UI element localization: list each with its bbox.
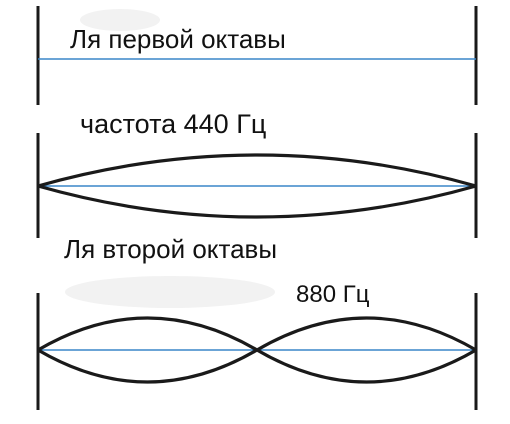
smudge-middle	[65, 276, 275, 308]
label-first-octave-title: Ля первой октавы	[70, 24, 286, 54]
label-second-octave-frequency: 880 Гц	[296, 281, 370, 308]
label-first-octave-frequency: частота 440 Гц	[80, 109, 267, 139]
panel-fundamental	[36, 133, 478, 238]
panel-rest-string	[36, 6, 478, 105]
smudge-top	[80, 9, 160, 31]
panel-second-harmonic	[36, 293, 478, 410]
label-second-octave-title: Ля второй октавы	[64, 234, 278, 264]
wave-second-harmonic	[37, 316, 477, 384]
wave-fundamental	[37, 153, 477, 219]
